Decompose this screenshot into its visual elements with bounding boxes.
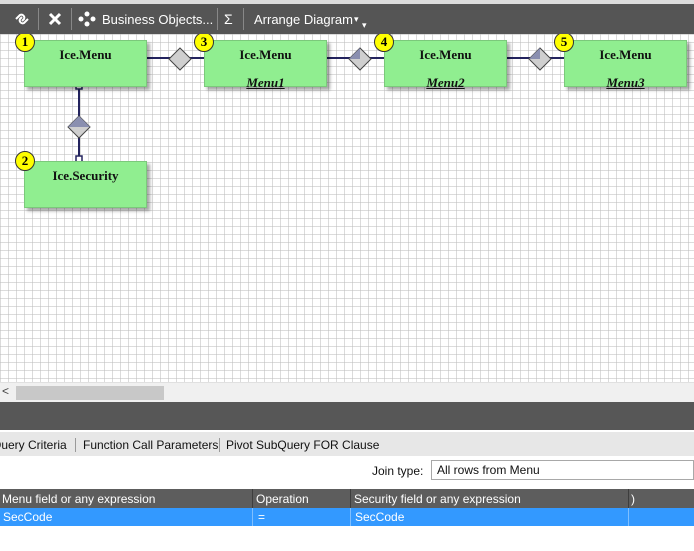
table-node-menu2[interactable]: Ice.Menu Menu2 bbox=[384, 40, 507, 90]
scroll-left-arrow-icon[interactable]: < bbox=[2, 384, 10, 398]
tab-pivot-subquery[interactable]: Pivot SubQuery FOR Clause bbox=[226, 438, 380, 452]
column-header[interactable]: Security field or any expression bbox=[354, 492, 521, 506]
business-objects-icon bbox=[78, 11, 96, 27]
join-diamond-icon[interactable] bbox=[168, 47, 192, 71]
tab-separator bbox=[75, 438, 76, 452]
table-node-title: Ice.Security bbox=[52, 168, 119, 183]
table-node-title: Ice.Menu bbox=[239, 47, 292, 62]
arrange-diagram-button[interactable]: Arrange Diagram ▾ bbox=[254, 4, 359, 34]
table-node-menu3[interactable]: Ice.Menu Menu3 bbox=[564, 40, 687, 90]
node-number-badge: 3 bbox=[194, 34, 214, 52]
table-row[interactable]: SecCode = SecCode bbox=[0, 508, 694, 526]
table-node-ice-security[interactable]: Ice.Security bbox=[24, 161, 147, 208]
sum-button[interactable]: Σ bbox=[224, 4, 233, 34]
table-node-menu1[interactable]: Ice.Menu Menu1 bbox=[204, 40, 327, 90]
column-separator[interactable] bbox=[628, 489, 629, 508]
criteria-grid-header: Menu field or any expression Operation S… bbox=[0, 489, 694, 508]
link-icon bbox=[15, 13, 29, 25]
cell-separator bbox=[628, 508, 629, 526]
column-separator[interactable] bbox=[350, 489, 351, 508]
diagram-canvas[interactable]: Ice.Menu Ice.Security Ice.Menu Menu1 Ice… bbox=[0, 34, 694, 382]
toolbar-separator bbox=[71, 8, 72, 30]
column-header[interactable]: Operation bbox=[256, 492, 309, 506]
join-diamond-icon[interactable] bbox=[348, 47, 372, 71]
column-header[interactable]: Menu field or any expression bbox=[2, 492, 156, 506]
left-expression-cell[interactable]: SecCode bbox=[3, 510, 53, 524]
scrollbar-thumb[interactable] bbox=[16, 386, 164, 400]
diagram-toolbar: Business Objects... Σ Arrange Diagram ▾ … bbox=[0, 0, 694, 34]
toolbar-overflow-button[interactable]: ▾ bbox=[362, 10, 367, 40]
table-node-alias: Menu1 bbox=[246, 75, 285, 90]
join-diamond-icon[interactable] bbox=[67, 115, 91, 139]
delete-button[interactable] bbox=[44, 4, 66, 34]
table-node-ice-menu[interactable]: Ice.Menu bbox=[24, 40, 147, 87]
criteria-tabs: Query Criteria Function Call Parameters … bbox=[0, 432, 694, 456]
join-type-value: All rows from Menu bbox=[437, 463, 540, 477]
cell-separator bbox=[252, 508, 253, 526]
arrange-diagram-label: Arrange Diagram bbox=[254, 11, 353, 27]
toolbar-separator bbox=[243, 8, 244, 30]
panel-splitter[interactable] bbox=[0, 402, 694, 430]
operation-cell[interactable]: = bbox=[258, 510, 266, 524]
node-number-badge: 5 bbox=[554, 34, 574, 52]
tab-function-call-parameters[interactable]: Function Call Parameters bbox=[83, 438, 219, 452]
table-node-alias: Menu2 bbox=[426, 75, 465, 90]
sigma-icon: Σ bbox=[224, 11, 233, 27]
table-node-title: Ice.Menu bbox=[59, 47, 112, 62]
horizontal-scrollbar[interactable]: < bbox=[0, 382, 694, 403]
table-node-title: Ice.Menu bbox=[599, 47, 652, 62]
tab-query-criteria[interactable]: Query Criteria bbox=[0, 438, 67, 452]
join-type-select[interactable]: All rows from Menu bbox=[431, 460, 694, 480]
column-separator[interactable] bbox=[252, 489, 253, 508]
right-expression-cell[interactable]: SecCode bbox=[355, 510, 405, 524]
toolbar-separator bbox=[38, 8, 39, 30]
join-diamond-icon[interactable] bbox=[528, 47, 552, 71]
node-number-badge: 4 bbox=[374, 34, 394, 52]
column-header[interactable]: ) bbox=[631, 492, 635, 506]
toolbar-separator bbox=[217, 8, 218, 30]
chevron-down-icon: ▾ bbox=[354, 13, 359, 24]
tab-separator bbox=[219, 438, 220, 452]
business-objects-label: Business Objects... bbox=[102, 11, 214, 27]
close-icon bbox=[48, 12, 62, 26]
cell-separator bbox=[350, 508, 351, 526]
node-number-badge: 1 bbox=[15, 34, 35, 52]
table-node-title: Ice.Menu bbox=[419, 47, 472, 62]
table-node-alias: Menu3 bbox=[606, 75, 645, 90]
link-button[interactable] bbox=[10, 4, 34, 34]
join-type-label: Join type: bbox=[372, 464, 424, 478]
node-number-badge: 2 bbox=[15, 151, 35, 171]
chevron-down-icon: ▾ bbox=[362, 19, 367, 30]
business-objects-button[interactable]: Business Objects... bbox=[78, 4, 213, 34]
